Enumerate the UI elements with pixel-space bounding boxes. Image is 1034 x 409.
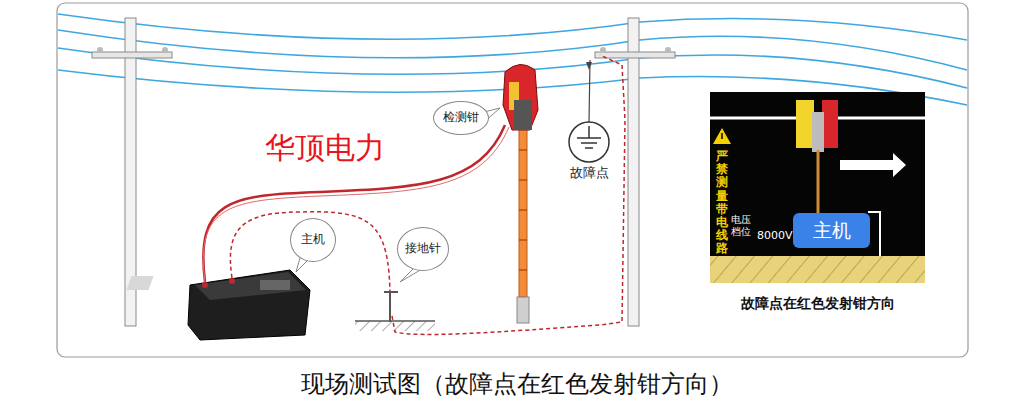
node-text: 主机 (813, 220, 851, 241)
ground-hatch (355, 321, 435, 331)
watermark: 华顶电力 (265, 128, 385, 169)
voltage-label: 电压档位 (731, 214, 751, 238)
node-text: 主机 (301, 233, 325, 246)
inset-panel: 故障点在红色发射钳方向 主机 (710, 92, 925, 320)
test-wire (203, 127, 509, 282)
callout-bubble: 接地针 (397, 227, 449, 271)
node-text: 故障点 (570, 166, 609, 180)
inset-caption: 故障点在红色发射钳方向 (710, 295, 925, 313)
node-text: 检测钳 (443, 111, 479, 124)
node-text: 接地针 (405, 242, 441, 255)
inset-panel (710, 92, 925, 283)
voltage-value: 8000V (757, 229, 793, 242)
fault-symbol (569, 60, 609, 162)
fault-label: 故障点 (564, 163, 614, 183)
host-box: 主机 (793, 213, 870, 248)
ground-spike (384, 292, 398, 322)
frame (57, 3, 968, 357)
callout-bubble: 主机 (290, 218, 336, 262)
utility-pole (92, 18, 675, 326)
callout-bubble: 检测钳 (433, 101, 489, 135)
fault-path (392, 55, 625, 334)
warning-text: 严禁测量带电线路 (716, 150, 728, 256)
figure-caption: 现场测试图（故障点在红色发射钳方向） (0, 368, 1034, 400)
detection-clamp (503, 64, 538, 323)
test-wire (203, 125, 505, 282)
main-unit (126, 270, 310, 340)
